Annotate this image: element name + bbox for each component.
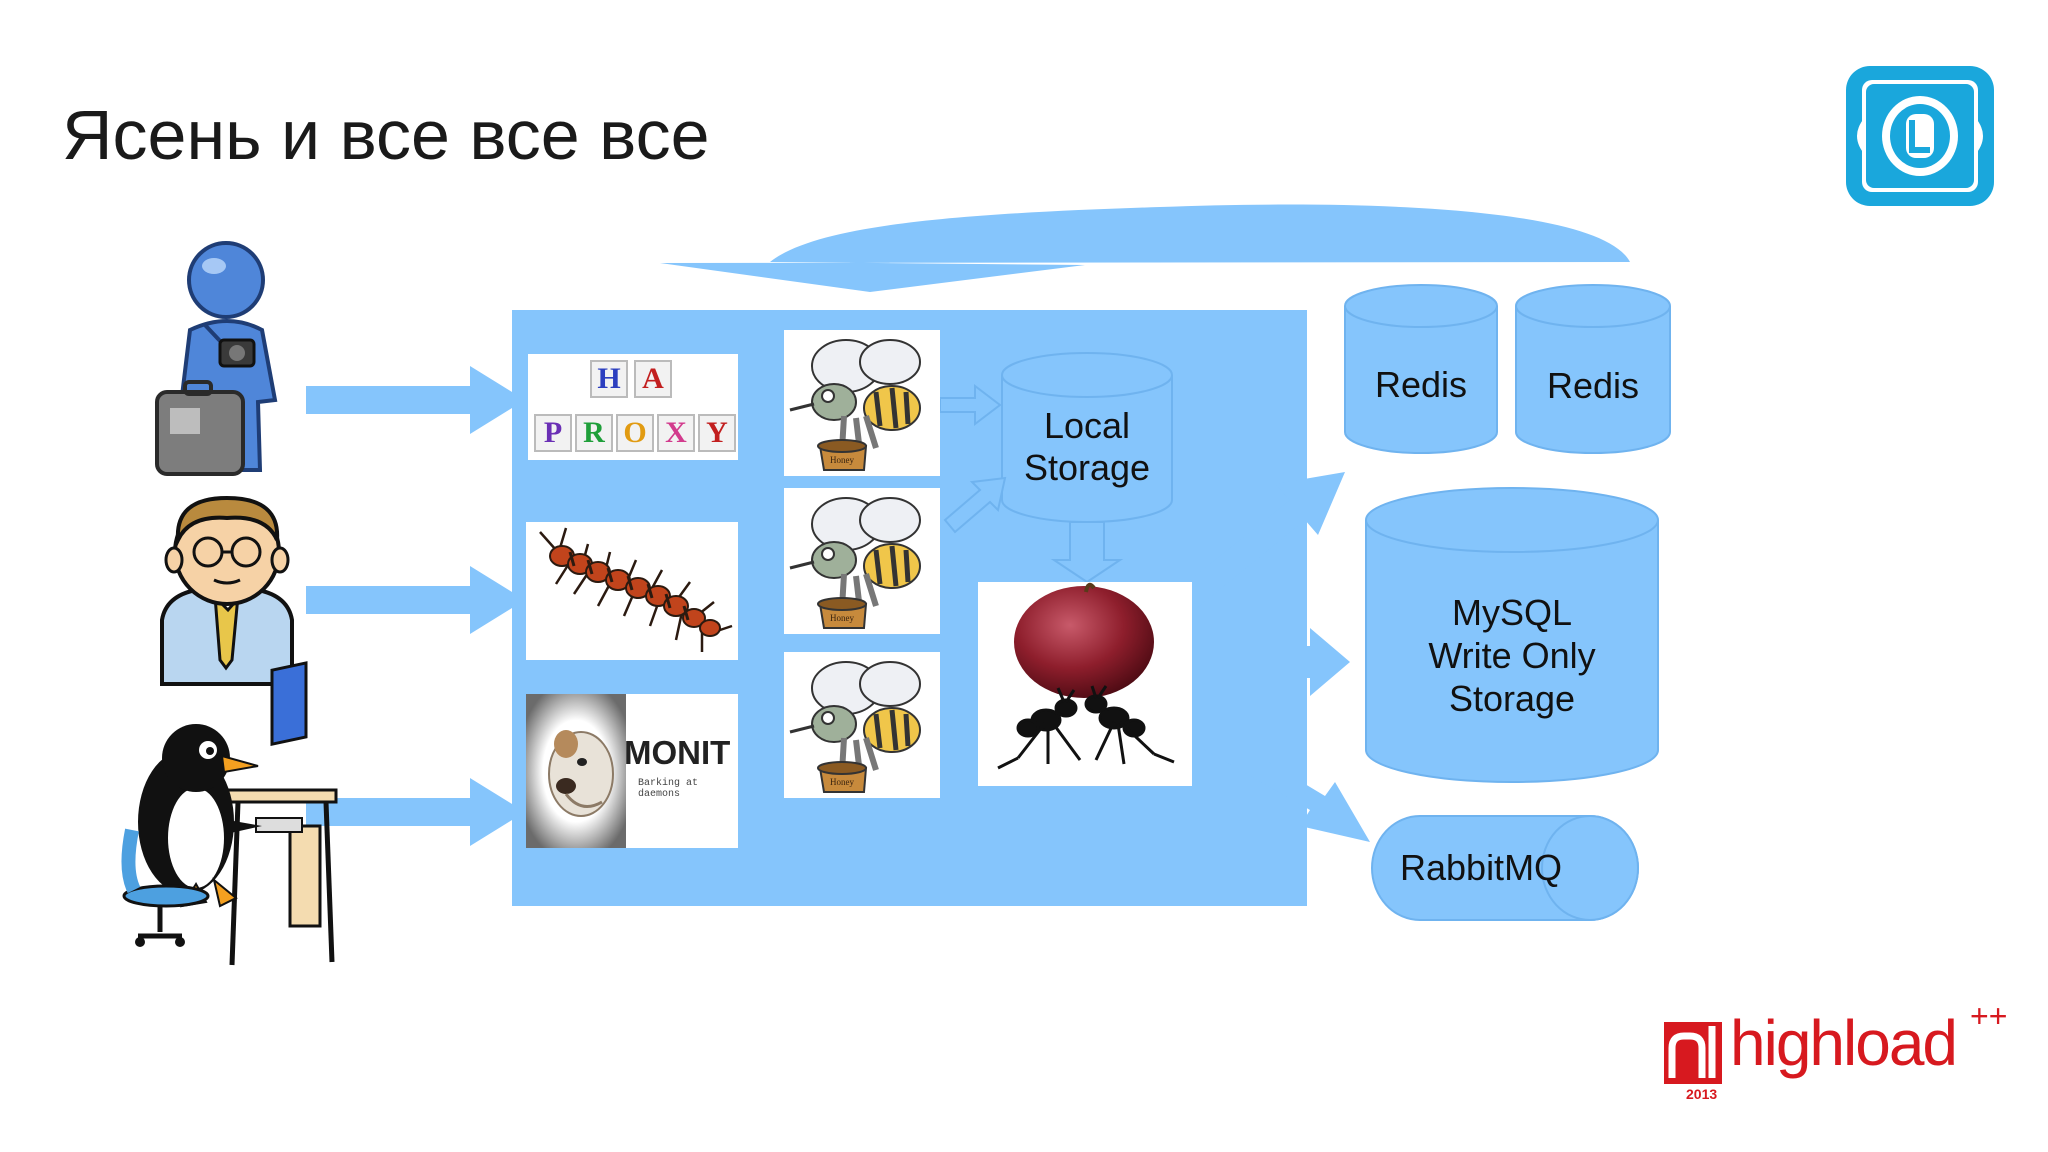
worker-to-storage-arrow-1 bbox=[939, 383, 1002, 427]
haproxy-letter: P bbox=[534, 414, 572, 452]
to-redis-arrow bbox=[1150, 472, 1345, 630]
mysql-label-3: Storage bbox=[1449, 678, 1575, 719]
mysql-cylinder bbox=[1365, 487, 1659, 783]
centipede-icon bbox=[539, 527, 733, 652]
local-storage-label-2: Storage bbox=[1024, 447, 1150, 488]
rabbitmq-cylinder bbox=[1371, 815, 1639, 921]
bee-on-honey-pot-icon bbox=[789, 661, 921, 793]
redis-cylinder-1 bbox=[1344, 284, 1498, 454]
honey-pot-label: Honey bbox=[830, 455, 854, 465]
bee-on-honey-pot-icon bbox=[789, 339, 921, 471]
monit-logo: MONIT Barking at daemons bbox=[526, 694, 738, 848]
haproxy-bottom-row: P R O X Y bbox=[534, 414, 736, 452]
haproxy-letter: X bbox=[657, 414, 695, 452]
bee-worker-card-1: Honey bbox=[784, 330, 940, 476]
monit-tagline: Barking at daemons bbox=[638, 778, 699, 800]
penguin-icon bbox=[121, 661, 338, 966]
highload-brand: highload bbox=[1730, 1007, 1958, 1079]
mysql-label-1: MySQL bbox=[1452, 592, 1572, 633]
haproxy-letter: Y bbox=[698, 414, 736, 452]
ants-carrying-apple-icon bbox=[997, 582, 1175, 770]
feedback-arrow bbox=[660, 204, 1630, 292]
highload-logo: 2013 highload ++ bbox=[1662, 998, 2012, 1112]
client-arrow-1 bbox=[306, 366, 525, 434]
client-arrow-3 bbox=[306, 778, 525, 846]
company-logo-icon bbox=[1846, 66, 1994, 206]
centipede-card bbox=[526, 522, 738, 660]
haproxy-letter: H bbox=[590, 360, 628, 398]
haproxy-letter: R bbox=[575, 414, 613, 452]
highload-year: 2013 bbox=[1686, 1086, 1718, 1102]
tourist-icon bbox=[155, 241, 278, 476]
storage-to-collector-arrow bbox=[1050, 521, 1124, 584]
client-arrow-2 bbox=[306, 566, 525, 634]
local-storage-cylinder bbox=[1001, 352, 1173, 523]
to-rabbitmq-arrow bbox=[1170, 712, 1370, 842]
redis-label-2: Redis bbox=[1547, 365, 1639, 406]
man-icon bbox=[160, 495, 294, 686]
slide-title: Ясень и все все все bbox=[62, 96, 710, 174]
rabbitmq-label: RabbitMQ bbox=[1400, 847, 1562, 888]
local-storage-label-1: Local bbox=[1044, 405, 1130, 446]
haproxy-letter: A bbox=[634, 360, 672, 398]
honey-pot-label: Honey bbox=[830, 613, 854, 623]
redis-cylinder-2 bbox=[1515, 284, 1671, 454]
to-mysql-arrow bbox=[1170, 628, 1350, 696]
bee-on-honey-pot-icon bbox=[789, 497, 921, 629]
bee-worker-card-2: Honey bbox=[784, 488, 940, 634]
haproxy-top-row: H A bbox=[590, 360, 672, 398]
bee-worker-card-3: Honey bbox=[784, 652, 940, 798]
bulldog-icon bbox=[526, 694, 626, 848]
honey-pot-label: Honey bbox=[830, 777, 854, 787]
redis-label-1: Redis bbox=[1375, 364, 1467, 405]
monit-name: MONIT bbox=[624, 734, 731, 771]
haproxy-letter: O bbox=[616, 414, 654, 452]
collector-card bbox=[978, 582, 1192, 786]
haproxy-logo: H A P R O X Y bbox=[528, 354, 738, 460]
highload-plus: ++ bbox=[1970, 998, 2008, 1034]
highload-mark-icon bbox=[1664, 1022, 1722, 1084]
worker-to-storage-arrow-2 bbox=[943, 476, 1007, 534]
mysql-label-2: Write Only bbox=[1428, 635, 1595, 676]
